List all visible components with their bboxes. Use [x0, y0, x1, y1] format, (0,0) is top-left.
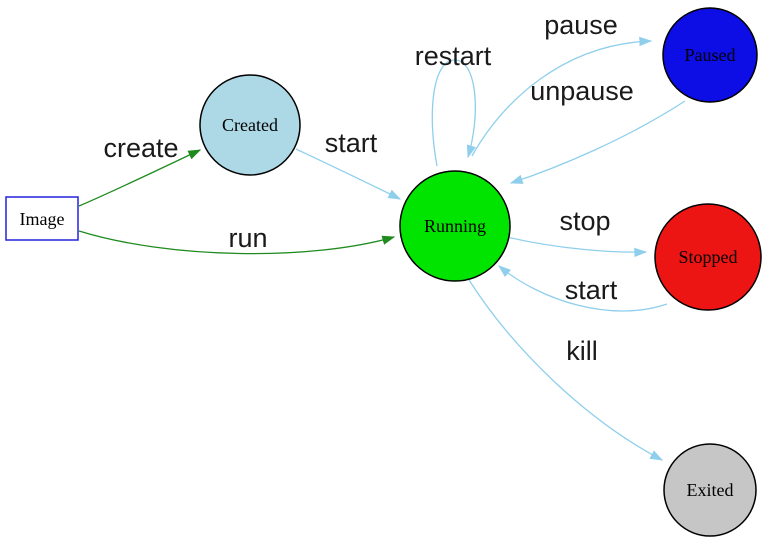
node-exited: Exited [663, 443, 757, 537]
node-created-label: Created [222, 115, 278, 135]
edge-create [78, 149, 202, 207]
node-stopped-label: Stopped [678, 247, 737, 267]
node-running: Running [399, 170, 511, 282]
edge-stop [506, 236, 648, 258]
edge-unpause [509, 100, 686, 184]
edge-run-label: run [228, 223, 267, 253]
edge-run [78, 230, 396, 255]
edge-pause-label: pause [544, 10, 618, 40]
edge-start-stopped-label: start [565, 275, 618, 305]
edge-stop-label: stop [559, 206, 610, 236]
edge-start-created-running [295, 148, 402, 200]
edge-kill-label: kill [566, 336, 598, 366]
node-stopped: Stopped [654, 203, 762, 311]
edge-labels: create run start restart pause unpause s… [103, 10, 633, 366]
edge-pause [471, 36, 653, 157]
edge-start-created-label: start [325, 128, 378, 158]
node-image: Image [5, 196, 79, 241]
edge-unpause-label: unpause [530, 76, 634, 106]
edge-kill [468, 279, 664, 461]
node-running-label: Running [424, 216, 486, 236]
node-paused-label: Paused [685, 45, 736, 65]
node-paused: Paused [662, 7, 758, 103]
node-exited-label: Exited [687, 480, 734, 500]
edge-restart-self-loop [431, 59, 476, 167]
node-created-shape [199, 74, 301, 176]
edges [78, 36, 686, 461]
node-image-label: Image [20, 209, 65, 229]
node-image-shape [5, 196, 79, 241]
nodes: Image Created Running Paused Stopped Exi [5, 7, 762, 537]
node-exited-shape [663, 443, 757, 537]
edge-restart-label: restart [415, 41, 492, 71]
edge-start-stopped-running [498, 265, 668, 312]
node-running-shape [399, 170, 511, 282]
edge-create-label: create [103, 133, 178, 163]
node-created: Created [199, 74, 301, 176]
node-stopped-shape [654, 203, 762, 311]
node-paused-shape [662, 7, 758, 103]
